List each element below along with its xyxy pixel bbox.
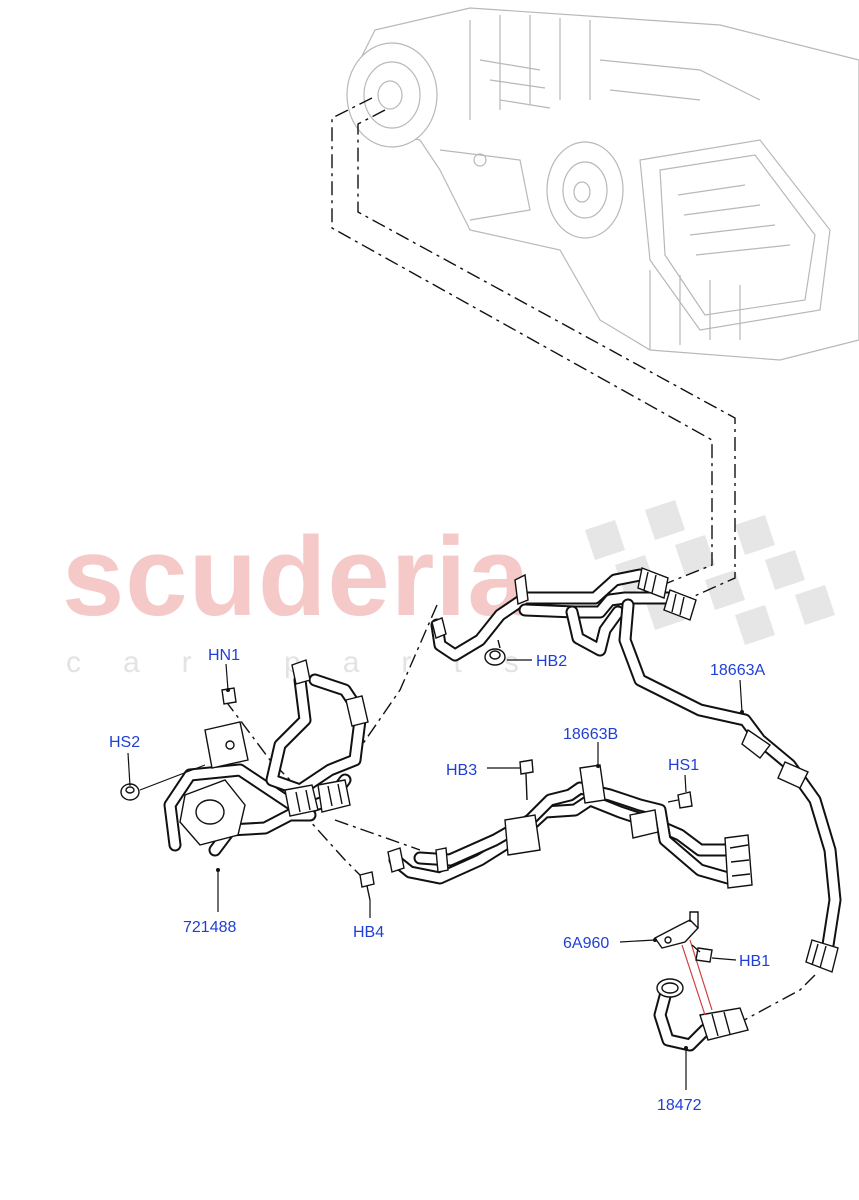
pump-body	[179, 779, 246, 846]
nut-HN1	[221, 687, 237, 705]
red-fitment-lines	[681, 939, 713, 1016]
bracket-6A960	[653, 911, 699, 949]
callout-HS2[interactable]: HS2	[109, 734, 140, 751]
screw-HS2	[120, 783, 140, 801]
bolt-HB2	[484, 639, 506, 666]
hvac-unit-ghost	[346, 7, 859, 361]
callout-6A960[interactable]: 6A960	[563, 935, 609, 952]
coolant-pump-valve-721488	[163, 659, 369, 857]
watermark-brand: scuderia	[62, 514, 531, 639]
callout-HB3[interactable]: HB3	[446, 762, 477, 779]
callout-18663A[interactable]: 18663A	[710, 662, 765, 679]
callout-HB1[interactable]: HB1	[739, 953, 770, 970]
blower-inlet-ghost	[346, 42, 438, 148]
heater-pipe-assembly-upper	[430, 567, 697, 662]
coolant-hose-18472	[653, 939, 749, 1052]
callout-HS1[interactable]: HS1	[668, 757, 699, 774]
callout-HB2[interactable]: HB2	[536, 653, 567, 670]
checkered-flag-watermark	[585, 500, 835, 645]
callout-HN1[interactable]: HN1	[208, 647, 240, 664]
filter-housing-ghost	[639, 139, 831, 331]
quick-connector-upper-2	[663, 589, 697, 621]
leader-lines	[127, 659, 744, 1090]
callout-18663B[interactable]: 18663B	[563, 726, 618, 743]
quick-connector-upper-1	[637, 567, 669, 599]
hose-end-open	[656, 978, 684, 998]
heater-pipe-assembly-18663B	[387, 764, 753, 889]
screw-HS1	[667, 791, 693, 809]
callout-721488[interactable]: 721488	[183, 919, 236, 936]
bolt-HB1	[691, 944, 713, 963]
blower-fan-ghost	[546, 141, 624, 239]
callout-labels: HN1 HS2 HB2 18663A 18663B HB3 HS1 721488…	[109, 647, 770, 1114]
bolt-HB4	[359, 871, 375, 901]
callout-18472[interactable]: 18472	[657, 1097, 702, 1114]
callout-HB4[interactable]: HB4	[353, 924, 384, 941]
coolant-hose-18663A	[618, 598, 842, 973]
bolt-HB3	[519, 759, 534, 801]
hose-end-connector	[805, 939, 839, 973]
